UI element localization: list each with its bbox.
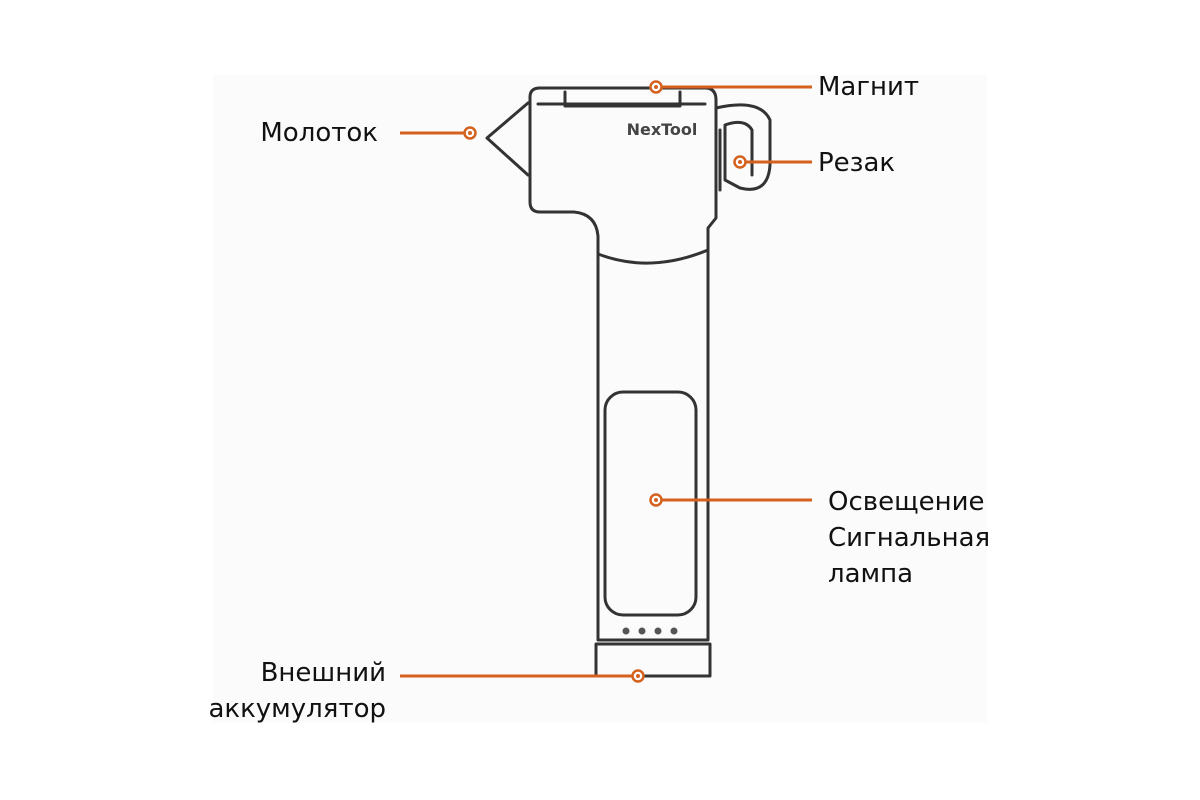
brand-logo: NexTool	[627, 120, 698, 139]
label-magnet: Магнит	[818, 72, 920, 102]
hammer-tip	[485, 101, 530, 177]
cutter-hook	[714, 103, 772, 191]
label-battery-line-1: Внешний	[260, 658, 386, 688]
label-lighting: Освещение Сигнальная лампа	[828, 484, 990, 592]
indicator-dot	[670, 627, 678, 635]
light-panel	[603, 390, 698, 617]
label-battery: Внешний аккумулятор	[200, 655, 386, 727]
label-hammer: Молоток	[260, 118, 378, 148]
callout-marker-battery-dot	[636, 674, 640, 678]
label-cutter: Резак	[818, 148, 896, 178]
indicator-dots	[622, 627, 678, 635]
indicator-dot	[622, 627, 630, 635]
indicator-dot	[638, 627, 646, 635]
battery-cap	[594, 642, 712, 678]
callout-marker-magnet-dot	[654, 85, 658, 89]
callout-marker-lighting-dot	[654, 498, 658, 502]
callout-marker-hammer-dot	[468, 131, 472, 135]
label-lighting-line-2: Сигнальная	[828, 523, 991, 553]
callout-marker-cutter-dot	[738, 160, 742, 164]
tool-head-outline	[528, 86, 718, 642]
magnet-strip	[563, 90, 682, 108]
label-battery-line-2: аккумулятор	[208, 694, 386, 724]
label-lighting-line-3: лампа	[828, 559, 914, 589]
neck-curve	[596, 248, 710, 265]
label-lighting-line-1: Освещение	[828, 487, 985, 517]
indicator-dot	[654, 627, 662, 635]
diagram-background	[213, 75, 987, 723]
